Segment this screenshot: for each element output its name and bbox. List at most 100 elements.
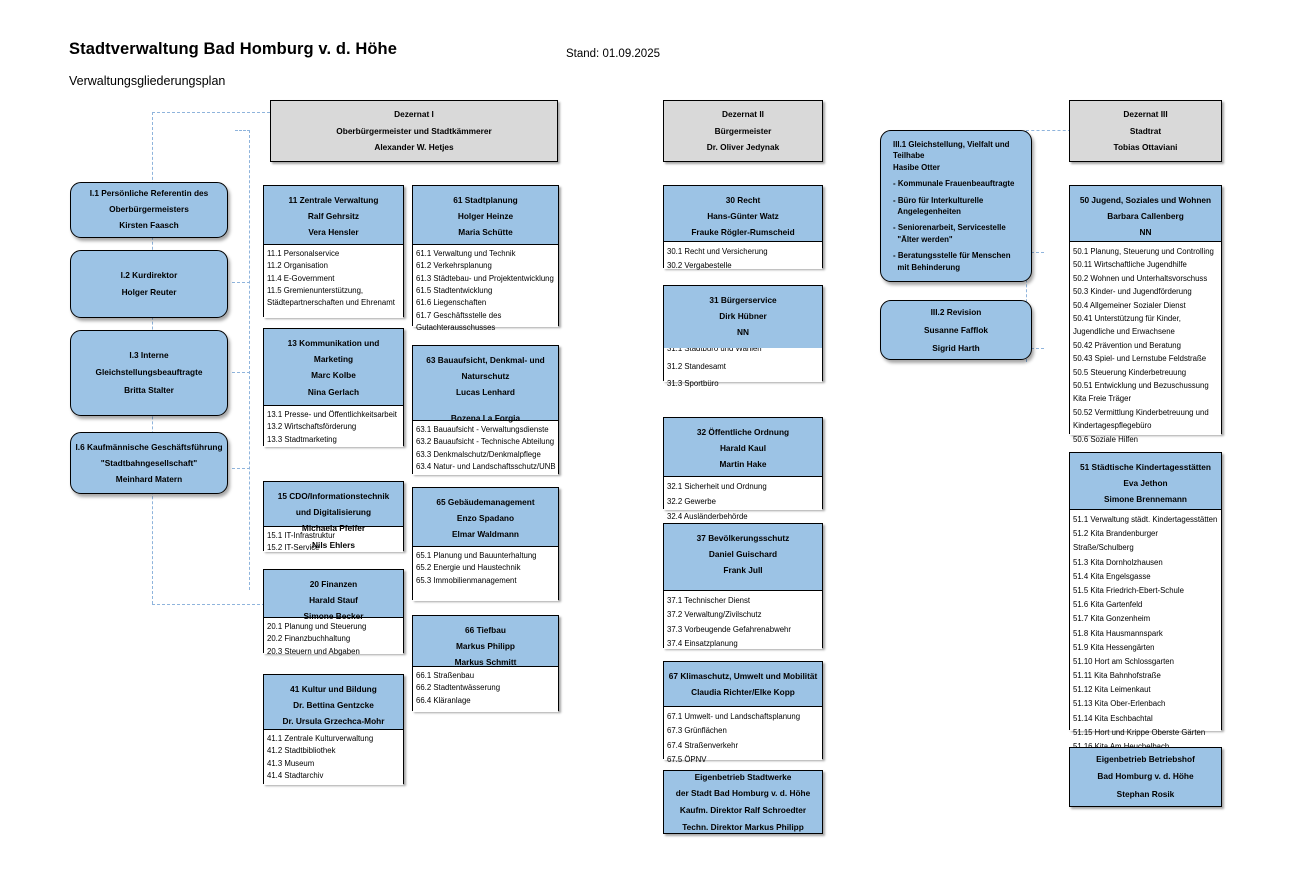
unit-item: 65.2 Energie und Haustechnik: [416, 563, 521, 573]
unit-item: Städtepartnerschaften und Ehrenamt: [267, 298, 395, 308]
unit-item: Kita Freie Träger: [1073, 394, 1132, 404]
unit-item: 50.1 Planung, Steuerung und Controlling: [1073, 247, 1214, 256]
unit-item: 67.1 Umwelt- und Landschaftsplanung: [667, 712, 801, 721]
unit-item: 15.1 IT-Infrastruktur: [267, 531, 336, 540]
connector-line: [1026, 130, 1071, 131]
unit-item: 51.9 Kita Hessengärten: [1073, 642, 1155, 652]
unit-item: 50.52 Vermittlung Kinderbetreuung und: [1073, 407, 1209, 417]
unit-item: 32.4 Ausländerbehörde: [667, 511, 748, 521]
staff-box-i6-text: I.6 Kaufmännische Geschäftsführung"Stadt…: [71, 433, 227, 493]
department-header-line: 63 Bauaufsicht, Denkmal- und: [426, 355, 545, 365]
unit-item: 50.3 Kinder- und Jugendförderung: [1073, 287, 1192, 297]
info-line: III.2 Revision: [930, 306, 982, 317]
unit-item: 11.1 Personalservice: [267, 249, 340, 258]
info-line: Stephan Rosik: [1116, 788, 1175, 799]
unit-item: 50.41 Unterstützung für Kinder,: [1073, 314, 1181, 324]
department-header-line: Eva Jethon: [1123, 478, 1168, 489]
unit-item: Jugendliche und Erwachsene: [1073, 327, 1175, 337]
info-line: I.6 Kaufmännische Geschäftsführung: [75, 441, 223, 452]
unit-item: 50.6 Soziale Hilfen: [1073, 434, 1139, 444]
unit-item: 31.1 Stadtbüro und Wahlen: [667, 344, 762, 353]
unit-item: 37.1 Technischer Dienst: [667, 596, 751, 605]
dezernat-person: Dr. Oliver Jedynak: [706, 142, 780, 153]
unit-item: 51.14 Kita Eschbachtal: [1073, 713, 1153, 723]
unit-item: 13.3 Stadtmarketing: [267, 434, 337, 444]
unit-item: 37.4 Einsatzplanung: [667, 639, 738, 649]
unit-item: 41.4 Stadtarchiv: [267, 770, 324, 780]
unit-item: 41.2 Stadtbibliothek: [267, 746, 336, 756]
unit-item: 37.3 Vorbeugende Gefahrenabwehr: [667, 624, 791, 634]
department-header-line: Maria Schütte: [458, 227, 513, 238]
unit-item: 32.2 Gewerbe: [667, 496, 716, 506]
unit-item: 61.3 Städtebau- und Projektentwicklung: [416, 273, 554, 283]
info-line: III.1 Gleichstellung, Vielfalt und: [893, 140, 1010, 150]
department-header-line: Dr. Bettina Gentzcke: [293, 700, 374, 711]
department-header-line: Vera Hensler: [308, 227, 359, 238]
dezernat-title: Dezernat II: [722, 109, 764, 120]
dezernat-person: Tobias Ottaviani: [1113, 142, 1178, 153]
department-unit-list: 37.1 Technischer Dienst 37.2 Verwaltung/Z…: [664, 590, 822, 649]
unit-item: 50.42 Prävention und Beratung: [1073, 340, 1181, 350]
unit-item: 13.2 Wirtschaftsförderung: [267, 422, 357, 432]
unit-item: 50.11 Wirtschaftliche Jugendhilfe: [1073, 260, 1187, 270]
unit-item: 31.3 Sportbüro: [667, 379, 719, 389]
unit-item: 51.15 Hort und Krippe Oberste Gärten: [1073, 727, 1206, 737]
info-line: Bad Homburg v. d. Höhe: [1097, 771, 1194, 782]
unit-item: 51.11 Kita Bahnhofstraße: [1073, 671, 1161, 681]
department-header-line: 51 Städtische Kindertagesstätten: [1080, 462, 1211, 472]
unit-item: 51.7 Kita Gonzenheim: [1073, 614, 1151, 624]
info-line: der Stadt Bad Homburg v. d. Höhe: [675, 788, 811, 799]
info-line: Eigenbetrieb Betriebshof: [1096, 753, 1195, 764]
department-header-line: Elmar Waldmann: [451, 529, 519, 540]
department-unit-list: 67.1 Umwelt- und Landschaftsplanung 67.3 …: [664, 706, 822, 764]
unit-item: 11.5 Gremienunterstützung,: [267, 285, 364, 295]
unit-item: 51.8 Kita Hausmannspark: [1073, 628, 1163, 638]
department-unit-list: 11.1 Personalservice 11.2 Organisation 11.…: [264, 244, 403, 318]
unit-item: 61.2 Verkehrsplanung: [416, 261, 492, 271]
page-title: Stadtverwaltung Bad Homburg v. d. Höhe: [69, 40, 398, 58]
info-line: Oberbürgermeisters: [109, 204, 189, 215]
department-header-line: Markus Philipp: [455, 641, 515, 652]
info-line: I.2 Kurdirektor: [120, 269, 178, 280]
unit-item: 20.3 Steuern und Abgaben: [267, 646, 360, 656]
dezernat-person: Alexander W. Hetjes: [374, 142, 454, 153]
department-header-line: Frauke Rögler-Rumscheid: [691, 227, 795, 238]
department-header-line: 50 Jugend, Soziales und Wohnen: [1079, 195, 1212, 205]
department-header-line: Harald Stauf: [309, 595, 358, 606]
spacer: [417, 401, 554, 410]
department-header-line: 67 Klimaschutz, Umwelt und Mobilität: [668, 671, 818, 681]
department-header-line: Hans-Günter Watz: [707, 211, 779, 222]
unit-item: 61.7 Geschäftsstelle des: [416, 310, 502, 320]
unit-item: 37.2 Verwaltung/Zivilschutz: [667, 610, 762, 620]
unit-item: 66.1 Straßenbau: [416, 671, 475, 680]
unit-item: 67.3 Grünflächen: [667, 726, 727, 736]
unit-item: 50.51 Entwicklung und Bezuschussung: [1073, 381, 1209, 391]
department-header-line: Bozena La Forgia: [450, 412, 521, 423]
unit-item: 11.2 Organisation: [267, 261, 328, 271]
department-header-line: 66 Tiefbau: [465, 625, 506, 635]
